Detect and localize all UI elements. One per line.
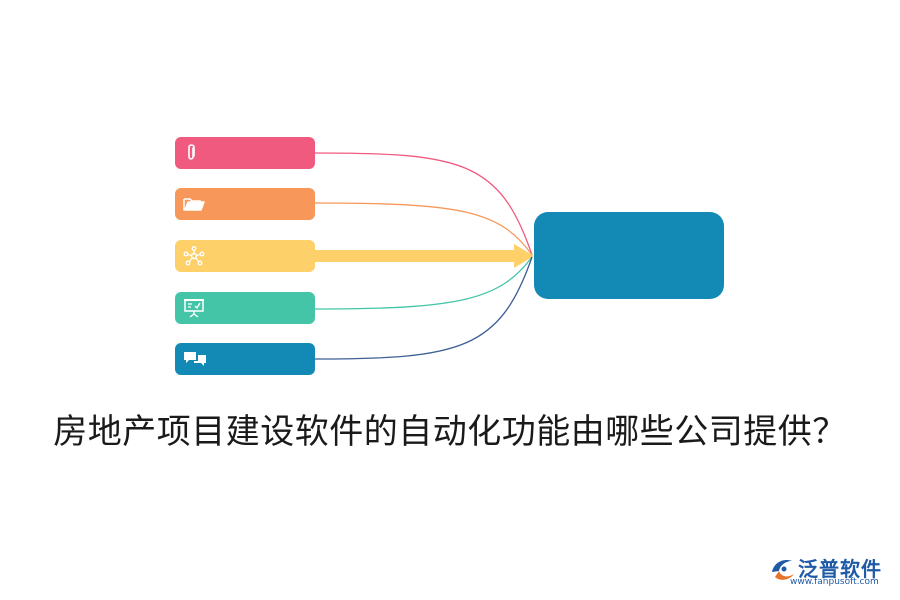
item-box-5 — [175, 343, 315, 375]
brand-logo: 泛普软件 www.fanpusoft.com — [768, 553, 892, 593]
page-title: 房地产项目建设软件的自动化功能由哪些公司提供？ — [53, 412, 847, 452]
item-box-3 — [175, 240, 315, 272]
connector-1 — [314, 152, 533, 256]
item-box-1 — [175, 137, 315, 169]
network-icon — [183, 246, 205, 266]
arrow-head — [514, 244, 534, 268]
item-box-2 — [175, 188, 315, 220]
item-box-4 — [175, 292, 315, 324]
folder-icon — [183, 196, 205, 212]
logo-name: 泛普软件 — [798, 557, 882, 581]
connector-4 — [314, 256, 533, 310]
paperclip-icon — [183, 143, 199, 163]
central-node — [534, 212, 724, 299]
logo-mark-icon — [772, 560, 794, 580]
connector-5 — [314, 256, 533, 360]
logo-url: www.fanpusoft.com — [790, 577, 879, 587]
presentation-icon — [183, 298, 205, 318]
chat-icon — [183, 350, 207, 368]
connector-2 — [314, 202, 533, 256]
